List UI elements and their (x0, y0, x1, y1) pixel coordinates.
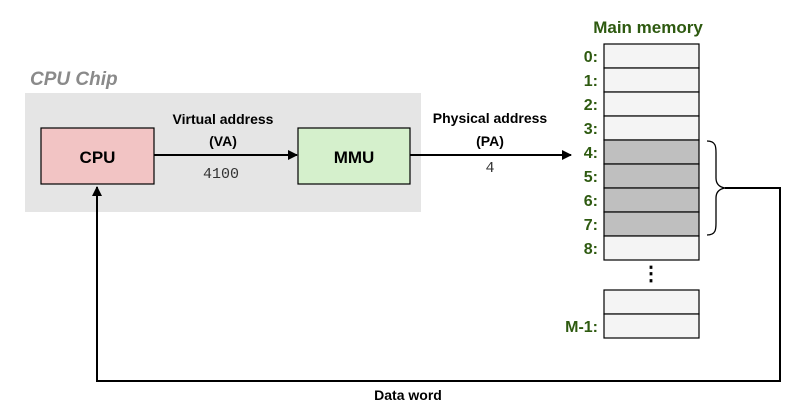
memory-ellipsis: ⋮ (641, 263, 661, 285)
memory-row-label: 3: (584, 121, 598, 138)
cpu-box (40, 127, 155, 185)
memory-row-label: 7: (584, 217, 598, 234)
cpu-chip-label: CPU Chip (30, 69, 118, 90)
memory-cell-m-2 (603, 289, 700, 315)
memory-row-label: 2: (584, 97, 598, 114)
memory-row-label: 8: (584, 241, 598, 258)
va-value: 4100 (203, 166, 239, 183)
memory-row-label: 6: (584, 193, 598, 210)
va-label-line2: (VA) (209, 133, 237, 149)
memory-column (603, 43, 700, 339)
memory-cell-4 (603, 139, 700, 165)
memory-cell-0 (603, 43, 700, 69)
memory-row-label: 4: (584, 145, 598, 162)
memory-row-label: 0: (584, 49, 598, 66)
cpu-label: CPU (80, 148, 116, 167)
memory-row-label-last: M-1: (565, 319, 598, 336)
memory-cell-3 (603, 115, 700, 141)
memory-cell-7 (603, 211, 700, 237)
mmu-box (297, 127, 411, 185)
pa-value: 4 (485, 160, 494, 177)
memory-cell-1 (603, 67, 700, 93)
memory-cell-8 (603, 235, 700, 261)
memory-cell-6 (603, 187, 700, 213)
va-label-line1: Virtual address (173, 111, 274, 127)
data-word-label: Data word (374, 387, 442, 403)
pa-label-line1: Physical address (433, 110, 548, 126)
memory-row-labels: 0: 1: 2: 3: 4: 5: 6: 7: 8: M-1: (565, 49, 598, 336)
data-word-path (92, 186, 781, 382)
memory-cell-2 (603, 91, 700, 117)
pa-label-line2: (PA) (476, 133, 504, 149)
main-memory-title: Main memory (593, 18, 703, 37)
memory-row-label: 5: (584, 169, 598, 186)
memory-row-label: 1: (584, 73, 598, 90)
curly-brace (706, 140, 726, 236)
mmu-label: MMU (334, 148, 375, 167)
memory-cell-5 (603, 163, 700, 189)
memory-cell-m-1 (603, 313, 700, 339)
